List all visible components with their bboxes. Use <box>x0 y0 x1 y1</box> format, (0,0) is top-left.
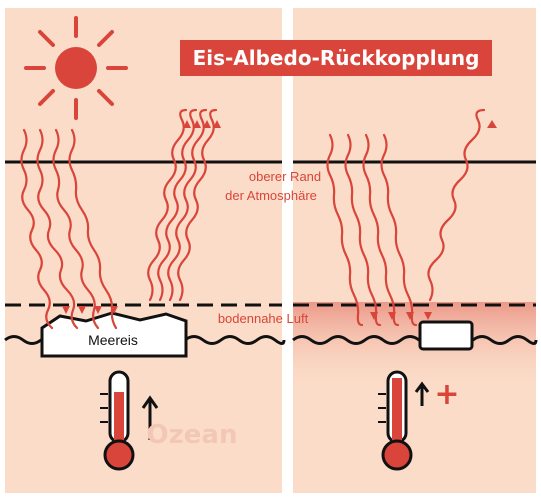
radiation-arrows-right <box>326 108 486 327</box>
sea-ice-small <box>418 320 474 351</box>
top-of-atmosphere-label-line1: oberer Rand <box>249 169 321 184</box>
right-panel <box>293 8 536 493</box>
thermometer-icon-right <box>378 370 413 471</box>
thermometer-icon <box>100 370 135 471</box>
title-text: Eis-Albedo-Rückkopplung <box>193 46 480 70</box>
sun-icon <box>24 16 128 120</box>
plus-sign: + <box>434 377 459 412</box>
near-surface-air-label: bodennahe Luft <box>218 311 309 326</box>
title-banner <box>180 40 492 76</box>
arrow-up-icon <box>141 395 159 440</box>
radiation-arrows-left <box>20 108 218 330</box>
arrow-up-icon-right <box>414 381 430 406</box>
sea-ice-label: Meereis <box>88 332 138 348</box>
warm-air-layer <box>293 302 536 392</box>
top-of-atmosphere-label-line2: der Atmosphäre <box>225 188 317 203</box>
radiation-arrowheads-left <box>62 120 221 314</box>
radiation-arrowheads-right <box>370 120 497 320</box>
sea-ice-large <box>40 311 188 358</box>
ocean-label: Ozean <box>147 420 238 450</box>
left-panel <box>5 8 282 493</box>
